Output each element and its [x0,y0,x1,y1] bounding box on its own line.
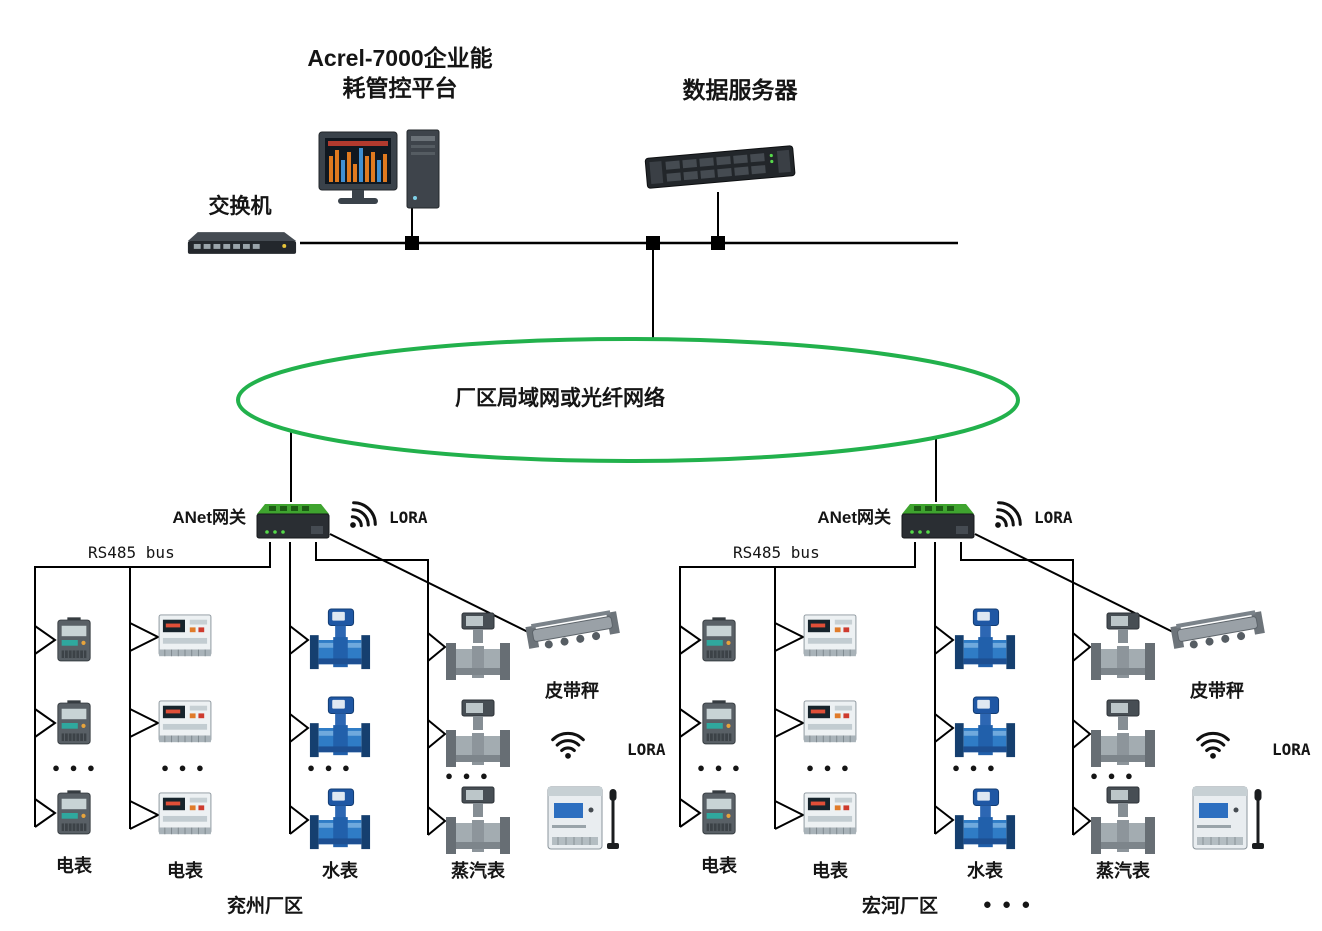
belt-scale-label: 皮带秤 [1190,681,1244,701]
belt-scale-label: 皮带秤 [545,681,599,701]
management-workstation-icon [315,126,445,216]
lora-device-label: LORA [1272,740,1311,759]
water-column-label: 水表 [322,861,358,881]
steam-meter-icon [1090,699,1156,769]
water-meter-icon [308,788,372,852]
din-rail-meter-icon [803,791,857,839]
ellipsis-dots: ● ● ● [697,760,743,775]
ellipsis-dots: ● ● ● [161,760,207,775]
gateway-label: ANet网关 [172,508,246,527]
steam-column-label: 蒸汽表 [451,861,505,881]
water-meter-icon [308,608,372,672]
switch-label: 交换机 [208,195,272,218]
anet-gateway-icon [255,502,331,542]
water-column-label: 水表 [967,861,1003,881]
rs485-bus-label: RS485 bus [88,543,175,562]
platform-title-line2: 耗管控平台 [342,75,458,101]
belt-scale-icon [525,605,621,659]
steam-meter-icon [1090,786,1156,856]
ellipsis-dots: ● ● ● [445,768,491,783]
water-meter-icon [308,696,372,760]
meter-column-label: 电表 [812,861,848,881]
steam-meter-icon [445,786,511,856]
data-server-label: 数据服务器 [682,77,798,103]
network-switch-icon [182,224,300,262]
water-meter-icon [953,788,1017,852]
din-rail-meter-icon [158,791,212,839]
ellipsis-dots: ● ● ● [1090,768,1136,783]
site-name-label: 兖州厂区 [226,896,304,917]
lora-wireless-meter-icon [546,775,624,853]
ellipsis-dots: ● ● ● [806,760,852,775]
din-rail-meter-icon [803,613,857,661]
electric-meter-icon [55,700,93,746]
lora-signal-icon [550,728,586,764]
meter-column-label: 电表 [701,856,737,876]
steam-column-label: 蒸汽表 [1096,861,1150,881]
lora-wireless-meter-icon [1191,775,1269,853]
ellipsis-dots: ● ● ● [52,760,98,775]
rs485-bus-label: RS485 bus [733,543,820,562]
ellipsis-dots: ● ● ● [307,760,353,775]
din-rail-meter-icon [803,699,857,747]
steam-meter-icon [445,612,511,682]
electric-meter-icon [700,700,738,746]
lan-network-label: 厂区局域网或光纤网络 [455,387,665,410]
anet-gateway-icon [900,502,976,542]
lora-label: LORA [389,508,428,527]
din-rail-meter-icon [158,613,212,661]
gateway-label: ANet网关 [817,508,891,527]
lora-signal-icon [1195,728,1231,764]
electric-meter-icon [700,790,738,836]
electric-meter-icon [700,617,738,663]
ellipsis-dots: ● ● ● [952,760,998,775]
belt-scale-icon [1170,605,1266,659]
din-rail-meter-icon [158,699,212,747]
steam-meter-icon [1090,612,1156,682]
meter-column-label: 电表 [56,856,92,876]
site-name-label: 宏河厂区 [861,896,939,917]
lan-network-ring [236,337,1020,463]
electric-meter-icon [55,790,93,836]
electric-meter-icon [55,617,93,663]
bus-connector-nodes [405,236,725,250]
ellipsis-dots: ● ● ● [982,896,1034,913]
data-server-icon [640,136,800,196]
lora-label: LORA [1034,508,1073,527]
lora-device-label: LORA [627,740,666,759]
meter-column-label: 电表 [167,861,203,881]
steam-meter-icon [445,699,511,769]
water-meter-icon [953,696,1017,760]
platform-title-line1: Acrel-7000企业能 [307,45,493,71]
water-meter-icon [953,608,1017,672]
